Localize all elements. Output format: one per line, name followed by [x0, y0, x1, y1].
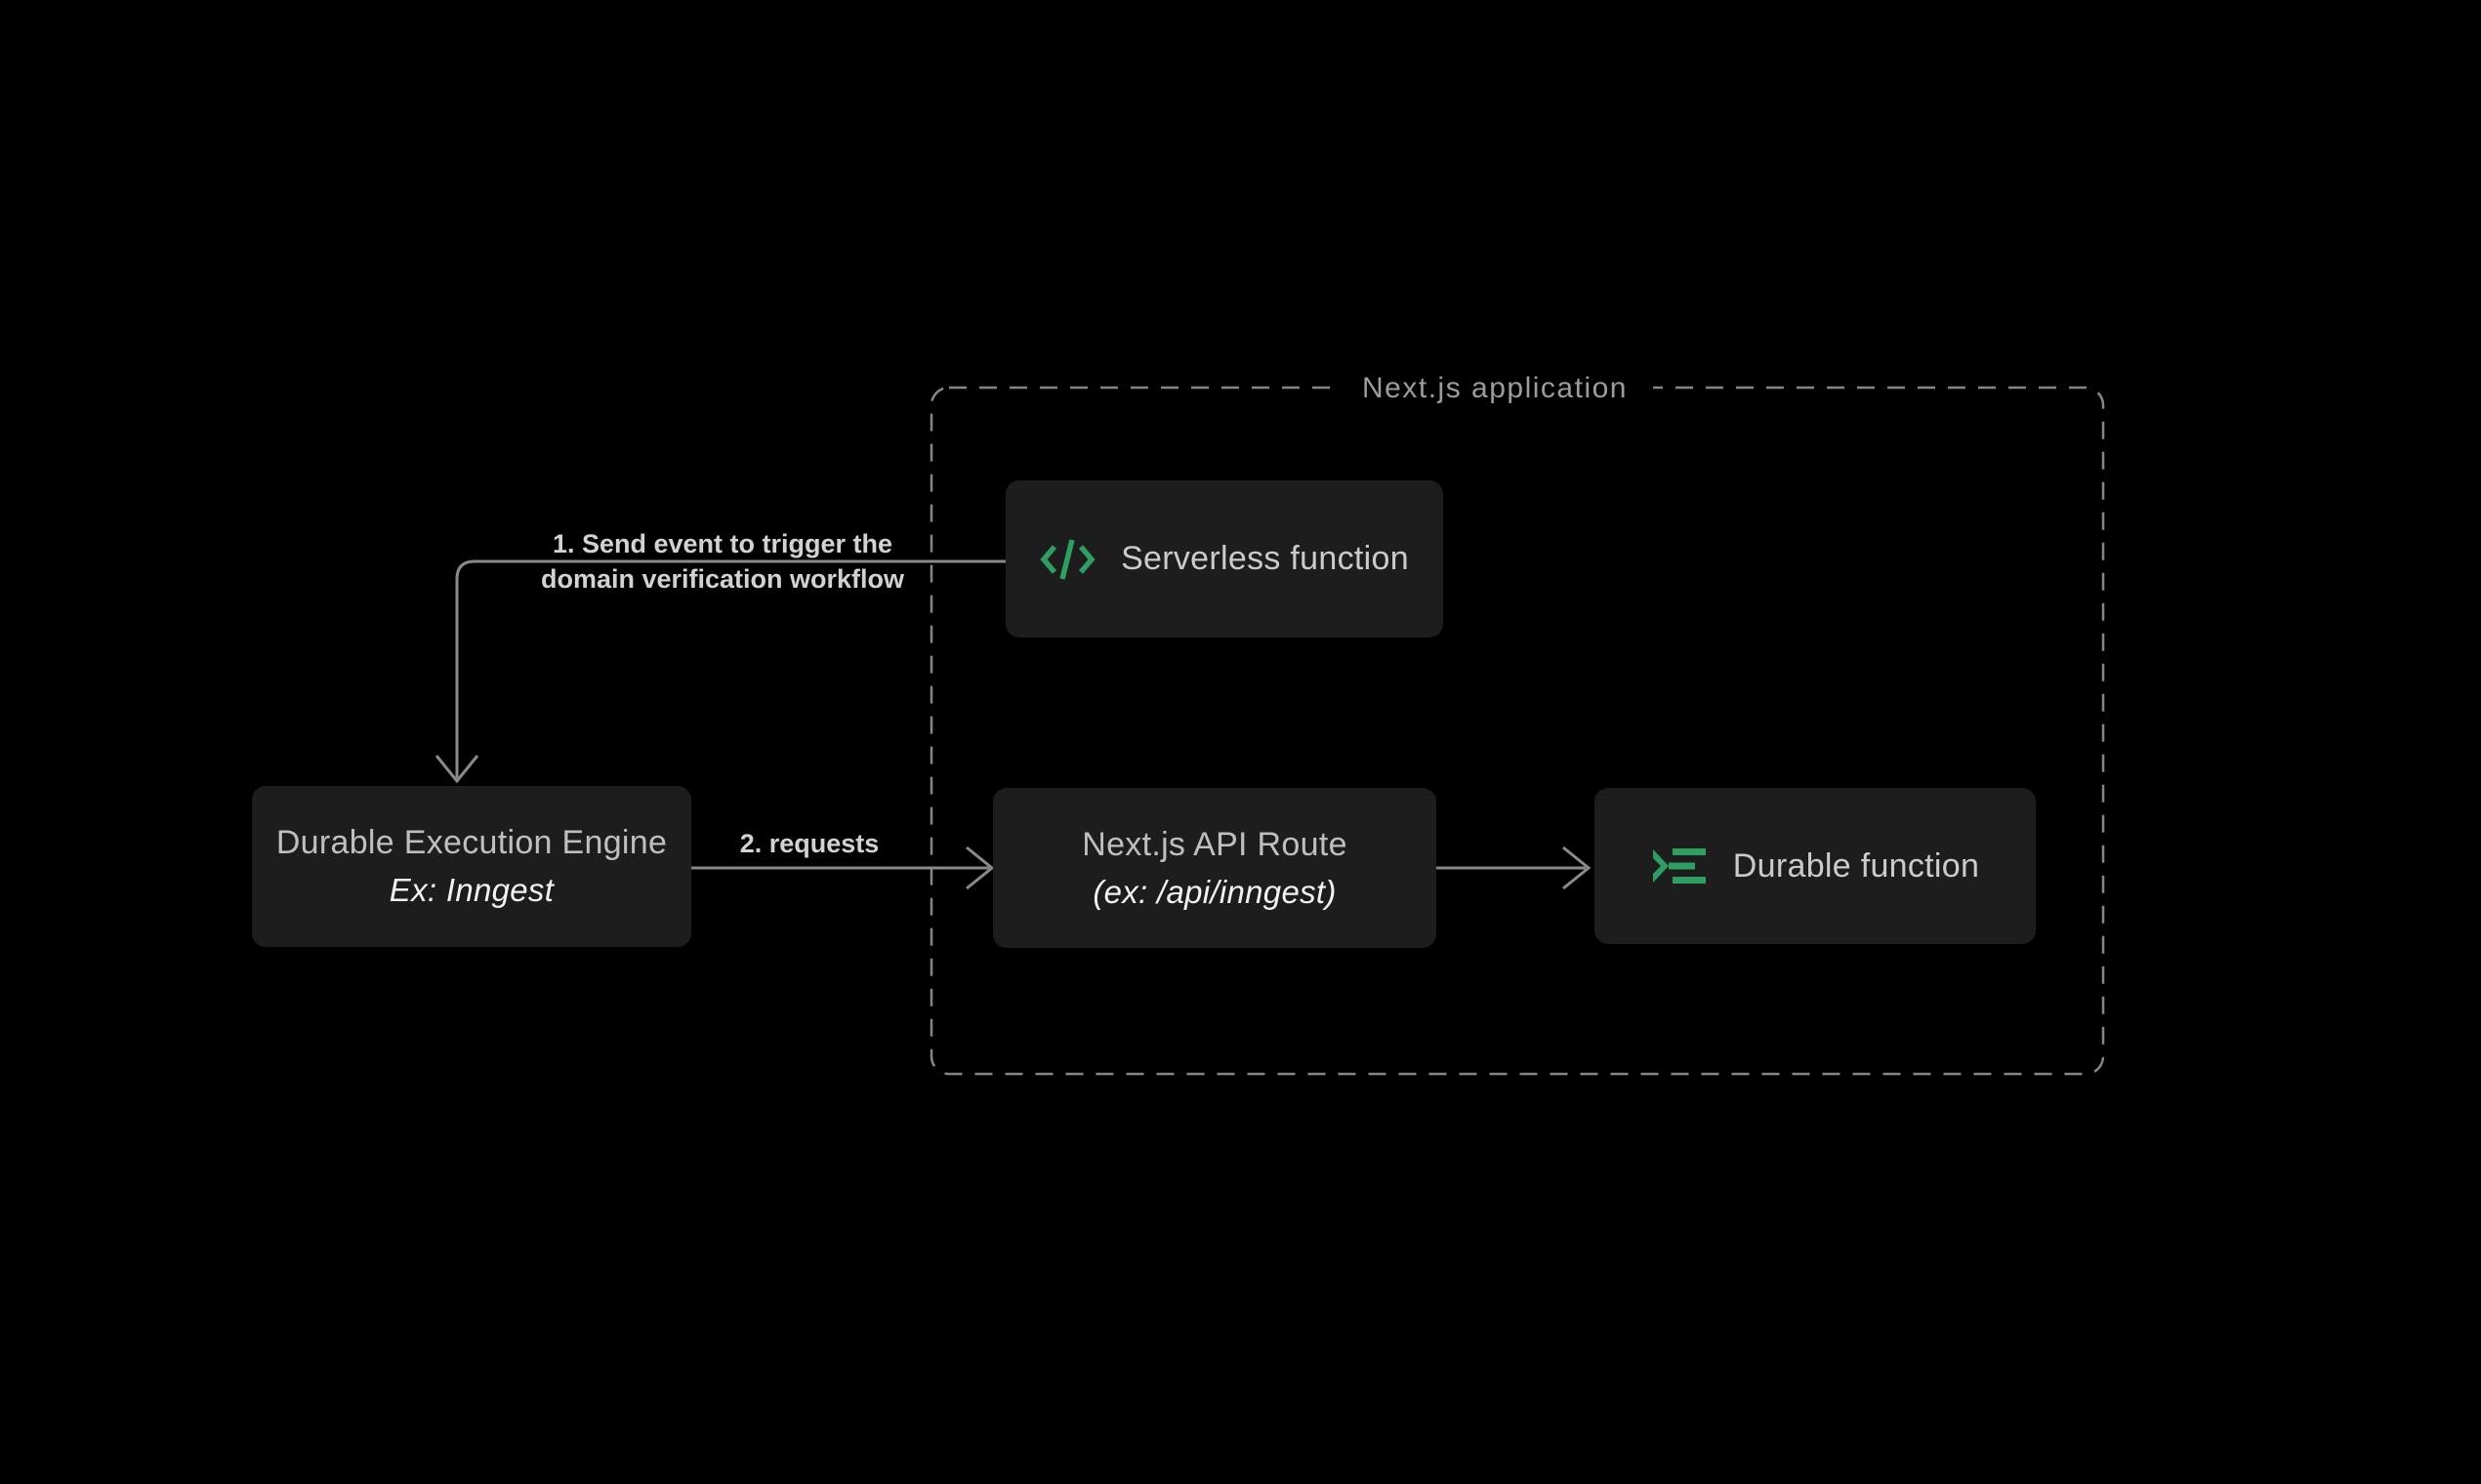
node-title-engine: Durable Execution Engine [275, 824, 668, 861]
node-durable-execution-engine: Durable Execution Engine Ex: Inngest [252, 786, 691, 947]
code-icon [1040, 538, 1096, 580]
inngest-prompt-icon [1652, 848, 1706, 884]
edge-label-requests: 2. requests [739, 829, 880, 858]
node-nextjs-api-route: Next.js API Route (ex: /api/inngest) [993, 788, 1436, 948]
node-durable-function: Durable function [1594, 788, 2036, 944]
arrowhead-right-icon [966, 845, 995, 890]
node-subtitle-api-route: (ex: /api/inngest) [1093, 873, 1337, 910]
node-title-api-route: Next.js API Route [1082, 825, 1347, 863]
edge-requests [691, 845, 995, 890]
edge-label-send-event: 1. Send event to trigger the domain veri… [541, 526, 904, 597]
arrowhead-down-icon [434, 755, 479, 784]
arrowhead-right-icon [1562, 845, 1592, 890]
edge-label-send-event-line2: domain verification workflow [540, 564, 905, 594]
nextjs-application-boundary [930, 386, 2105, 1076]
edge-send-event [434, 559, 1006, 784]
edge-api-to-durable [1436, 845, 1592, 890]
node-label-serverless: Serverless function [1121, 540, 1409, 577]
node-subtitle-engine: Ex: Inngest [389, 872, 555, 908]
nextjs-application-label: Next.js application [1337, 370, 1653, 407]
node-serverless-function: Serverless function [1006, 480, 1443, 638]
edge-label-send-event-line1: 1. Send event to trigger the [552, 529, 893, 558]
node-label-durable-function: Durable function [1732, 846, 1980, 885]
